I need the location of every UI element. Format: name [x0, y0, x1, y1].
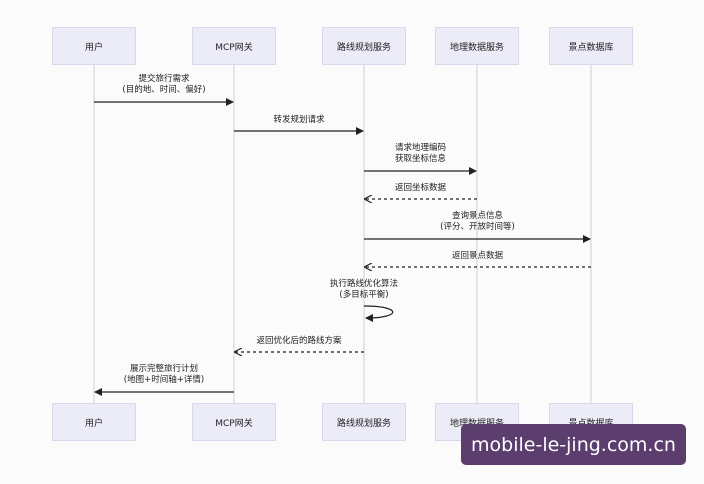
message-label-1: 转发规划请求	[273, 115, 324, 126]
message-label-line: (地图+时间轴+详情)	[123, 375, 205, 385]
message-label-0: 提交旅行需求(目的地、时间、偏好)	[122, 74, 205, 96]
message-label-line: (目的地、时间、偏好)	[122, 85, 206, 95]
message-label-line: 请求地理编码	[394, 143, 447, 153]
message-label-line: 返回坐标数据	[394, 183, 447, 193]
message-label-4: 查询景点信息(评分、开放时间等)	[440, 211, 515, 233]
message-label-line: 查询景点信息	[451, 211, 504, 221]
participant-bottom-2: 路线规划服务	[322, 403, 406, 441]
message-label-5: 返回景点数据	[452, 251, 503, 262]
participant-bottom-1: MCP网关	[192, 403, 276, 441]
message-label-3: 返回坐标数据	[395, 183, 446, 194]
message-label-line: (多目标平衡)	[339, 290, 389, 300]
message-label-line: 执行路线优化算法	[329, 279, 399, 289]
message-label-line: 提交旅行需求	[138, 74, 190, 84]
message-label-6: 执行路线优化算法(多目标平衡)	[330, 279, 398, 301]
participant-top-0: 用户	[52, 27, 136, 65]
participant-top-4: 景点数据库	[549, 27, 633, 65]
participant-top-2: 路线规划服务	[322, 27, 406, 65]
message-label-line: 转发规划请求	[273, 115, 325, 125]
message-label-8: 展示完整旅行计划(地图+时间轴+详情)	[124, 364, 204, 386]
watermark: mobile-le-jing.com.cn	[461, 424, 686, 465]
message-label-7: 返回优化后的路线方案	[256, 336, 341, 347]
participant-bottom-3: 地理数据服务	[435, 403, 519, 441]
message-arrow-6	[363, 305, 394, 322]
participant-bottom-0: 用户	[52, 403, 136, 441]
message-label-line: 返回景点数据	[451, 251, 504, 261]
message-label-line: 返回优化后的路线方案	[256, 336, 342, 346]
participant-top-1: MCP网关	[192, 27, 276, 65]
participant-top-3: 地理数据服务	[435, 27, 519, 65]
message-label-line: (评分、开放时间等)	[440, 222, 515, 232]
message-label-line: 获取坐标信息	[394, 154, 447, 164]
message-label-line: 展示完整旅行计划	[129, 364, 199, 374]
message-label-2: 请求地理编码获取坐标信息	[395, 143, 446, 165]
